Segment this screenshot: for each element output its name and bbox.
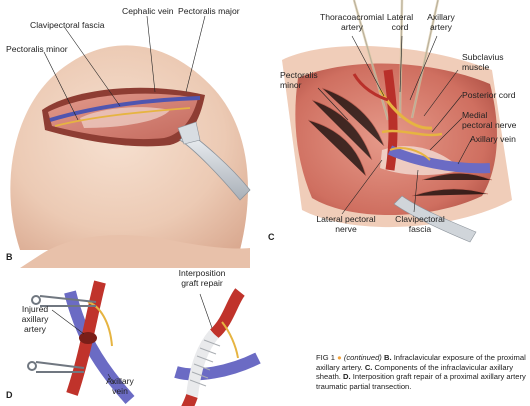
- panel-d-letter: D: [6, 390, 13, 400]
- graft-rings: [189, 339, 221, 387]
- caption-c-text: Components of the infraclavicular axilla…: [316, 362, 513, 382]
- caption-b-text: Infraclavicular exposure of the proximal…: [316, 353, 526, 372]
- label-cephalic-vein: Cephalic vein: [122, 6, 174, 16]
- panel-d-graft-repair: Injured axillary artery Interposition gr…: [0, 262, 262, 406]
- label-pectoralis-minor-c: Pectoralis minor: [280, 70, 318, 90]
- caption-b-letter: B.: [383, 353, 392, 362]
- panel-c-axillary-sheath: Thoracoacromial artery Lateral cord Axil…: [262, 0, 530, 262]
- axillary-vein-right: [174, 352, 261, 381]
- caption-fig-label: FIG 1: [316, 353, 335, 362]
- label-axillary-artery-c: Axillary artery: [427, 12, 455, 32]
- retractor: [179, 131, 251, 201]
- injury-site: [79, 332, 97, 344]
- posterior-cord: [381, 129, 443, 137]
- label-pectoralis-major: Pectoralis major: [178, 6, 240, 16]
- medial-pectoral-nerve: [389, 147, 431, 161]
- panel-d-illustration: [27, 280, 261, 406]
- panel-b-letter: B: [6, 252, 13, 262]
- vascular-clamps: [27, 295, 97, 373]
- caption-d-letter: D.: [343, 372, 351, 382]
- label-subclavius-muscle: Subclavius muscle: [462, 52, 504, 72]
- cephalic-vein: [49, 96, 201, 122]
- interposition-graft: [186, 330, 219, 397]
- label-medial-pectoral-nerve: Medial pectoral nerve: [462, 110, 517, 130]
- label-axillary-vein-d: Axillary vein: [106, 376, 134, 396]
- label-lateral-pectoral-nerve: Lateral pectoral nerve: [316, 214, 376, 234]
- label-injured-axillary-artery: Injured axillary artery: [21, 304, 49, 334]
- label-interposition-graft: Interposition graft repair: [178, 268, 226, 288]
- panel-b-illustration: [10, 15, 251, 268]
- panel-c-illustration: [282, 0, 512, 243]
- label-posterior-cord: Posterior cord: [462, 90, 516, 100]
- panel-c-letter: C: [268, 232, 275, 242]
- caption-bullet: ●: [337, 353, 342, 362]
- label-clavipectoral-fascia-c: Clavipectoral fascia: [395, 214, 445, 234]
- caption-d-text: Interposition graft repair of a proximal…: [316, 372, 526, 391]
- axillary-artery: [383, 69, 398, 171]
- label-lateral-cord: Lateral cord: [386, 12, 414, 32]
- label-thoracoacromial-artery: Thoracoacromial artery: [320, 12, 384, 32]
- axillary-vein: [387, 145, 491, 174]
- label-axillary-vein-c: Axillary vein: [470, 134, 516, 144]
- panel-b-infraclavicular-exposure: Cephalic vein Pectoralis major Clavipect…: [0, 0, 262, 268]
- caption-c-letter: C.: [364, 362, 373, 372]
- caption-continued: (continued): [343, 353, 382, 362]
- label-pectoralis-minor: Pectoralis minor: [6, 44, 68, 54]
- figure-caption: FIG 1 ● (continued) B. Infraclavicular e…: [316, 353, 526, 391]
- label-clavipectoral-fascia: Clavipectoral fascia: [30, 20, 105, 30]
- chest-skin: [10, 45, 248, 250]
